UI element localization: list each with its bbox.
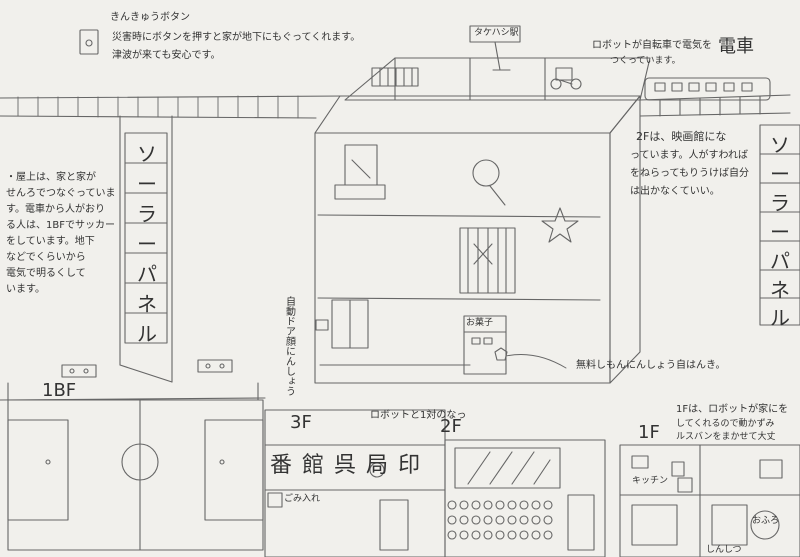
- floor1-note-line1: 1Fは、ロボットが家にを: [676, 404, 789, 415]
- balloon-icon: [472, 159, 500, 187]
- rooftop-note-line4: る人は、1BFでサッカー: [6, 220, 115, 231]
- emergency-button-title: きんきゅうボタン: [110, 12, 190, 23]
- solar-left-char: パ: [137, 262, 157, 286]
- shop-char: 呉: [334, 453, 367, 478]
- robot-note-line2: つくっています。: [610, 56, 681, 66]
- rooftop-note-line3: す。電車から人がおり: [6, 204, 105, 215]
- free-vending-note: 無料しもんにんしょう自はんき。: [576, 360, 726, 371]
- train-label: 電車: [718, 36, 754, 57]
- solar-right-char: ル: [770, 306, 790, 330]
- auto-door-note: 自動ドア顔にんしょう: [283, 296, 295, 396]
- solar-right-char: ラ: [770, 191, 790, 215]
- bedroom-label: しんしつ: [706, 545, 742, 555]
- floor-label-3f: 3F: [290, 412, 312, 433]
- rooftop-note-line7: 電気で明るくして: [6, 268, 86, 279]
- robot-life-note: ロボットと1対のなっ: [370, 410, 467, 421]
- theater-seats: [447, 500, 553, 540]
- emergency-note-line1: 災害時にボタンを押すと家が地下にもぐってくれます。: [112, 32, 361, 43]
- trash-label: ごみ入れ: [284, 494, 321, 504]
- solar-left-char: ー: [137, 172, 157, 196]
- floor1-note-line3: ルスバンをまかせて大丈: [676, 432, 776, 442]
- shop-char: 局: [366, 453, 399, 478]
- rooftop-note-line6: などでくらいから: [6, 252, 86, 263]
- solar-left-char: ネ: [137, 292, 157, 316]
- bath-label: おふろ: [752, 516, 780, 526]
- floor-label-1f: 1F: [638, 422, 660, 443]
- solar-right-char: ソ: [770, 133, 790, 157]
- floor-label-2f: 2F: [440, 416, 462, 437]
- star-icon: [541, 207, 579, 243]
- theater-note-line2: っています。人がすわれば: [630, 150, 748, 161]
- kitchen-label: キッチン: [632, 476, 669, 486]
- solar-left-char: ル: [137, 322, 157, 346]
- solar-panel-right: [759, 124, 800, 326]
- theater-note-line1: 2Fは、映画館にな: [636, 130, 727, 143]
- theater-screen: [454, 447, 561, 489]
- rooftop-stairs-icon: [371, 67, 419, 87]
- solar-right-char: ー: [770, 220, 790, 244]
- solar-right-char: ネ: [770, 278, 790, 302]
- shop-char: 館: [302, 453, 335, 478]
- desk-icon: [334, 184, 386, 200]
- solar-left-char: ソ: [137, 142, 157, 166]
- robot-note-line1: ロボットが自転車で電気を: [592, 40, 712, 51]
- shop-char: 番: [270, 453, 303, 478]
- solar-right-char: ー: [770, 162, 790, 186]
- theater-note-line4: は出かなくていい。: [630, 186, 720, 197]
- solar-panel-left: [124, 132, 168, 344]
- shop-char: 印: [398, 453, 431, 478]
- emergency-button-icon: [79, 29, 99, 55]
- solar-left-char: ー: [137, 232, 157, 256]
- theater-note-line3: をねらってもりうけば自分: [630, 168, 749, 179]
- rooftop-note-line1: ・屋上は、家と家が: [6, 172, 96, 183]
- emergency-note-line2: 津波が来ても安心です。: [112, 50, 221, 61]
- floor1-note-line2: してくれるので動かずみ: [676, 419, 775, 429]
- vending-machine-icon: [463, 315, 507, 375]
- rooftop-note-line8: います。: [6, 284, 45, 295]
- vending-sign: お菓子: [466, 318, 494, 328]
- soccer-field: [7, 399, 264, 551]
- train-icon: [644, 77, 771, 101]
- solar-left-char: ラ: [137, 202, 157, 226]
- solar-right-char: パ: [770, 249, 790, 273]
- robot-bicycle-icon: [550, 67, 582, 90]
- rooftop-note-line2: せんろでつなぐっていま: [6, 188, 116, 199]
- rooftop-note-line5: をしています。地下: [6, 236, 95, 247]
- floor-label-1bf: 1BF: [42, 380, 77, 401]
- station-sign: タケハシ駅: [474, 28, 519, 38]
